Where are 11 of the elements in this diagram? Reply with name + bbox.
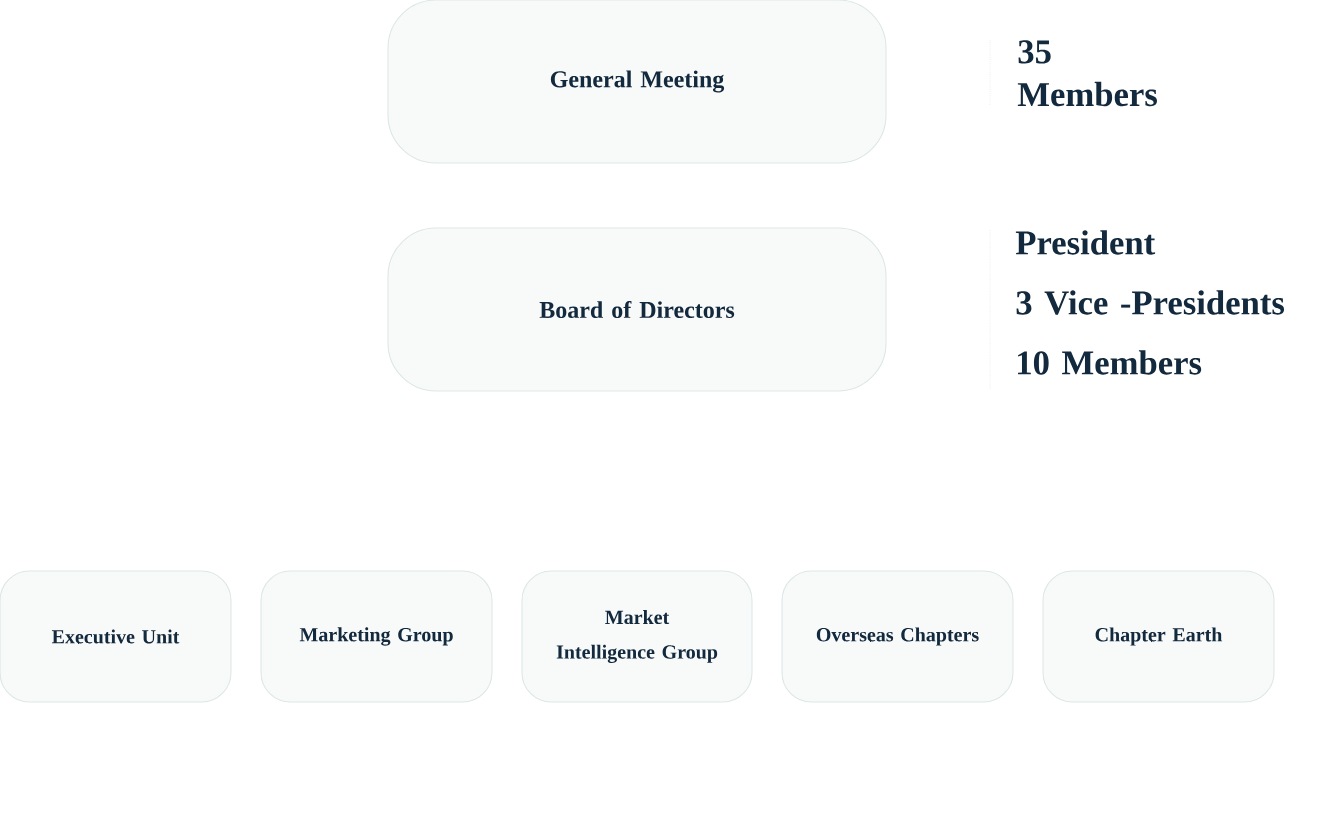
side-text: 3 Vice -Presidents — [1016, 290, 1285, 315]
org-box: Market Intelligence Group — [521, 570, 753, 703]
side-text: 35 Members — [1017, 40, 1157, 107]
side-text: President — [1015, 230, 1156, 255]
org-box: Executive Unit — [0, 570, 232, 703]
org-box: Overseas Chapters — [781, 570, 1014, 703]
org-box: Board of Directors — [387, 227, 887, 392]
org-box: Chapter Earth — [1042, 570, 1275, 703]
org-box: Marketing Group — [260, 570, 493, 703]
side-text: 10 Members — [1018, 350, 1202, 375]
org-box: General Meeting — [387, 0, 887, 164]
